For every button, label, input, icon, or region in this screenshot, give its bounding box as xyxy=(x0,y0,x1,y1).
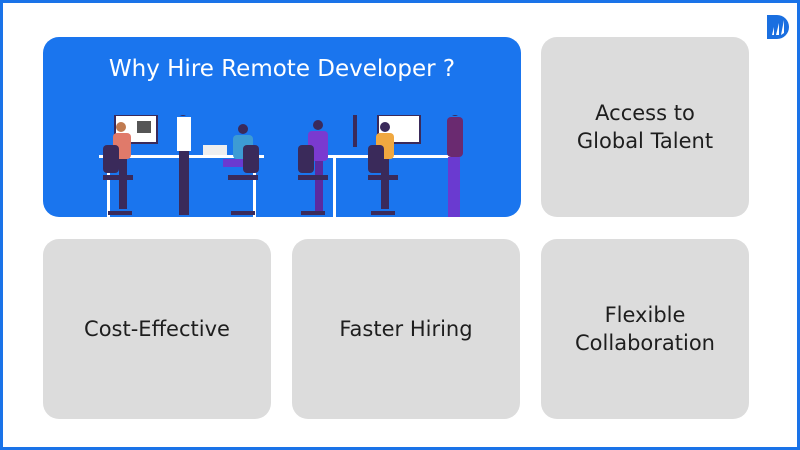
card-cost-effective: Cost-Effective xyxy=(43,239,271,419)
card-global-talent: Access to Global Talent xyxy=(541,37,749,217)
page-title: Why Hire Remote Developer ? xyxy=(108,56,456,82)
hero-card: Why Hire Remote Developer ? xyxy=(43,37,521,218)
card-flexible-collaboration: Flexible Collaboration xyxy=(541,239,749,419)
brand-logo-icon xyxy=(767,15,789,39)
remote-team-illustration xyxy=(99,115,463,218)
card-faster-hiring: Faster Hiring xyxy=(292,239,520,419)
